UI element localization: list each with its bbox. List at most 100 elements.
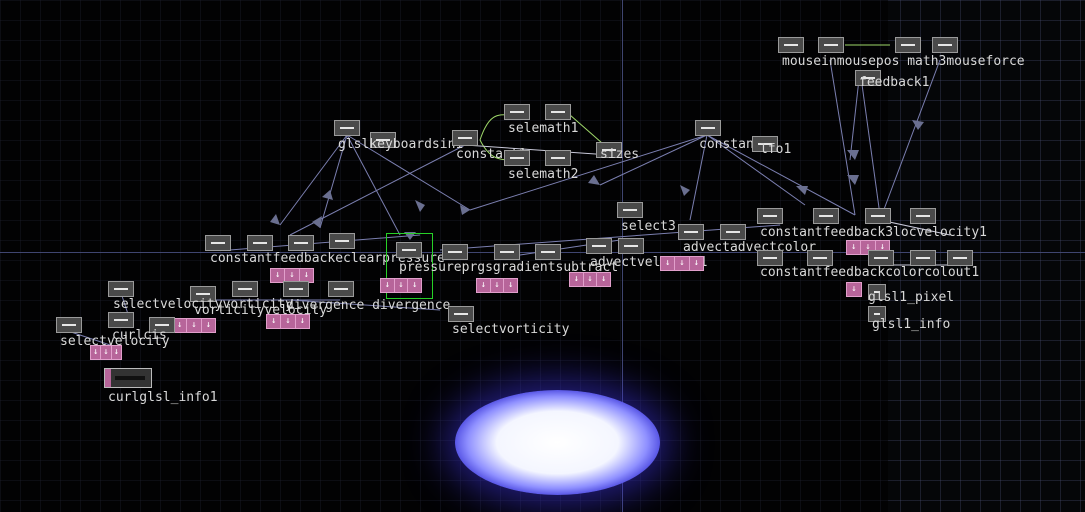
label-feedback1: feedback1	[859, 75, 930, 90]
wire	[346, 134, 401, 236]
wire-arrow	[322, 190, 333, 200]
wire	[279, 134, 348, 226]
node-select1[interactable]	[504, 104, 530, 120]
label-pressure-chain: pressureprgsgradientsubtract	[399, 260, 619, 275]
wire	[289, 299, 441, 311]
node-curl-glsl[interactable]	[104, 368, 152, 388]
node-select2[interactable]	[504, 150, 530, 166]
node-out1[interactable]	[947, 250, 973, 266]
wire-arrow	[460, 205, 470, 215]
node-advect[interactable]	[678, 224, 704, 240]
label-divergence: divergence divergence	[286, 298, 451, 313]
wire-arrow	[796, 186, 808, 195]
node-selectvorticity[interactable]	[448, 306, 474, 322]
node-math1[interactable]	[545, 104, 571, 120]
wire	[464, 144, 611, 156]
node-flag-feedback4[interactable]: ↓	[846, 282, 862, 297]
node-glsl1-info[interactable]	[868, 306, 886, 322]
wire-arrow	[415, 200, 425, 212]
label-advectcolor: advectadvectcolor	[683, 240, 817, 255]
node-colout[interactable]	[910, 250, 936, 266]
label-selectvelocity: selectvelocity	[60, 334, 170, 349]
wire	[706, 134, 856, 216]
label-constfeedback2: constantfeedbackcolorcolout1	[760, 265, 980, 280]
node-vorticity[interactable]	[190, 286, 216, 302]
node-sizes[interactable]	[596, 142, 622, 158]
wire	[859, 69, 881, 216]
node-mousepos[interactable]	[818, 37, 844, 53]
wire	[346, 134, 471, 211]
node-feedback2[interactable]	[247, 235, 273, 251]
node-prgs[interactable]	[442, 244, 468, 260]
node-pressure[interactable]	[396, 242, 422, 258]
wire	[879, 219, 951, 236]
node-constants[interactable]	[695, 120, 721, 136]
node-subtract[interactable]	[535, 244, 561, 260]
node-lfo1[interactable]	[752, 136, 778, 152]
node-loc[interactable]	[865, 208, 891, 224]
node-cis[interactable]	[149, 317, 175, 333]
wire	[829, 59, 856, 216]
origin-axis-vertical	[622, 0, 623, 512]
node-color[interactable]	[868, 250, 894, 266]
node-glsl1[interactable]	[868, 284, 886, 300]
wire-arrow	[588, 175, 600, 185]
node-constant4[interactable]	[757, 250, 783, 266]
output-preview-glow	[455, 390, 660, 495]
node-flag-divergence[interactable]: ↓↓↓	[266, 314, 310, 329]
node-mousein[interactable]	[778, 37, 804, 53]
node-feedback1[interactable]	[855, 70, 881, 86]
node-flag-pressure[interactable]: ↓↓↓	[380, 278, 422, 293]
node-divergence-a[interactable]	[283, 281, 309, 297]
label-sizes: sizes	[600, 147, 640, 162]
label-selectvorticity: selectvorticity	[452, 322, 570, 337]
node-flag-feedback2[interactable]: ↓↓↓	[270, 268, 314, 283]
node-velocity1[interactable]	[910, 208, 936, 224]
label-glsl1-pixel: glsl1_pixel	[868, 290, 955, 305]
node-advectcolor[interactable]	[720, 224, 746, 240]
label-constants: constants	[699, 137, 770, 152]
wire	[879, 59, 941, 221]
label-lfo1: lfo1	[760, 142, 792, 157]
label-glslkeyboardsin1: glslkeyboardsin1	[338, 137, 464, 152]
node-flag-curl[interactable]: ↓↓↓	[90, 345, 122, 360]
node-glslkeyboard[interactable]	[334, 120, 360, 136]
node-math3[interactable]	[895, 37, 921, 53]
node-curl[interactable]	[108, 312, 134, 328]
wire-arrow	[847, 150, 859, 160]
wire	[689, 134, 708, 221]
label-selemath1: selemath1	[508, 121, 579, 136]
label-select3: select3	[621, 219, 676, 234]
node-feedback3[interactable]	[813, 208, 839, 224]
node-keyboardin[interactable]	[370, 132, 396, 148]
node-flag-vorticity[interactable]: ↓↓↓	[172, 318, 216, 333]
node-flag-gradient[interactable]: ↓↓↓	[476, 278, 518, 293]
label-glsl1-info: glsl1_info	[872, 317, 951, 332]
wire	[319, 134, 348, 229]
selected-node-frame[interactable]	[386, 233, 433, 299]
node-math2[interactable]	[545, 150, 571, 166]
node-selectvelocity[interactable]	[56, 317, 82, 333]
node-select3[interactable]	[617, 202, 643, 218]
node-flag-advectcolor[interactable]: ↓↓↓	[660, 256, 704, 271]
node-advect-a[interactable]	[586, 238, 612, 254]
node-mouseforce[interactable]	[932, 37, 958, 53]
wire-arrow	[680, 185, 690, 196]
wire-arrow	[270, 214, 280, 225]
node-clearpressure-b[interactable]	[329, 233, 355, 249]
node-gradient[interactable]	[494, 244, 520, 260]
node-clearpressure-a[interactable]	[288, 235, 314, 251]
node-divergence-b[interactable]	[328, 281, 354, 297]
node-constant3[interactable]	[757, 208, 783, 224]
wire	[706, 134, 806, 206]
node-velocity2[interactable]	[232, 281, 258, 297]
label-mouse-group: mouseinmousepos math3mouseforce	[782, 54, 1025, 69]
node-flag-advect[interactable]: ↓↓↓	[569, 272, 611, 287]
wire-arrow	[312, 216, 322, 228]
wire-arrow	[847, 175, 859, 185]
node-constant1[interactable]	[452, 130, 478, 146]
node-constant2[interactable]	[205, 235, 231, 251]
node-advect-b[interactable]	[618, 238, 644, 254]
node-feedback4[interactable]	[807, 250, 833, 266]
node-selectvelocity2[interactable]	[108, 281, 134, 297]
